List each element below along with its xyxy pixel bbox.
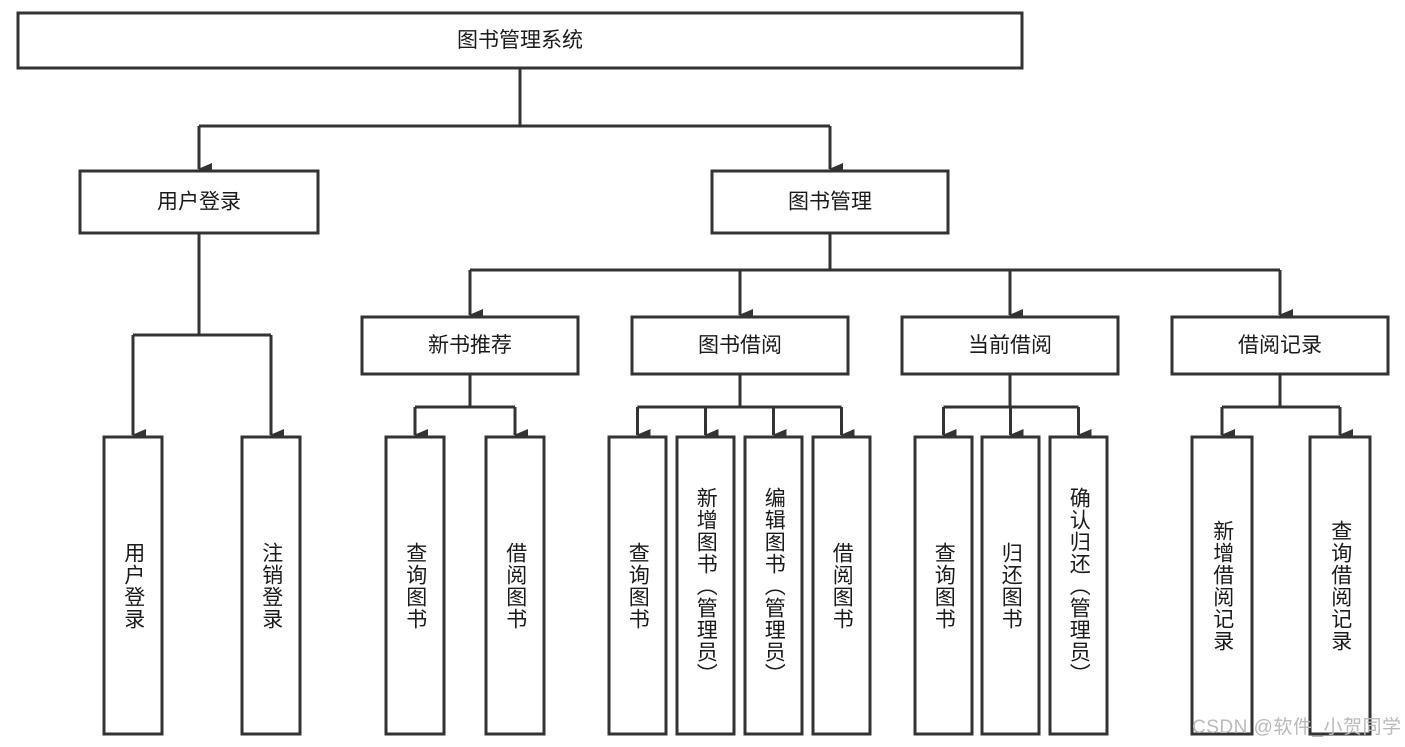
node-box-leaf-query-record[interactable] xyxy=(1308,435,1372,736)
node-label-root: 图书管理系统 xyxy=(457,29,583,52)
node-box-borrow-record[interactable] xyxy=(1170,315,1390,376)
node-box-leaf-edit-book[interactable] xyxy=(743,435,804,736)
node-label-borrow-record: 借阅记录 xyxy=(1238,334,1322,357)
watermark: CSDN @软件_小贺同学 xyxy=(1192,717,1402,738)
node-box-leaf-borrow-book[interactable] xyxy=(811,435,872,736)
node-box-leaf-return-book[interactable] xyxy=(980,435,1041,736)
node-label-book-manage: 图书管理 xyxy=(788,191,872,214)
node-box-user-login[interactable] xyxy=(78,169,320,235)
node-box-leaf-borrow-book-rec[interactable] xyxy=(484,435,546,736)
node-box-leaf-user-login[interactable] xyxy=(102,435,164,736)
node-label-current-borrow: 当前借阅 xyxy=(968,334,1052,357)
node-boxes xyxy=(16,11,1390,736)
node-box-leaf-query-book-rec[interactable] xyxy=(384,435,446,736)
node-box-leaf-query-book-borrow[interactable] xyxy=(607,435,668,736)
node-box-root[interactable] xyxy=(16,11,1024,70)
node-box-leaf-confirm-return[interactable] xyxy=(1048,435,1109,736)
node-label-user-login: 用户登录 xyxy=(157,191,241,214)
node-box-leaf-add-book[interactable] xyxy=(675,435,736,736)
node-label-new-book-recommend: 新书推荐 xyxy=(428,334,512,357)
node-box-book-borrow[interactable] xyxy=(630,315,850,376)
node-box-current-borrow[interactable] xyxy=(900,315,1120,376)
node-box-book-manage[interactable] xyxy=(710,169,950,235)
node-label-book-borrow: 图书借阅 xyxy=(698,334,782,357)
node-box-leaf-logout[interactable] xyxy=(240,435,302,736)
node-box-new-book-recommend[interactable] xyxy=(360,315,580,376)
node-box-leaf-add-record[interactable] xyxy=(1190,435,1254,736)
connector-edges xyxy=(131,68,1353,441)
node-box-leaf-query-book-current[interactable] xyxy=(913,435,974,736)
